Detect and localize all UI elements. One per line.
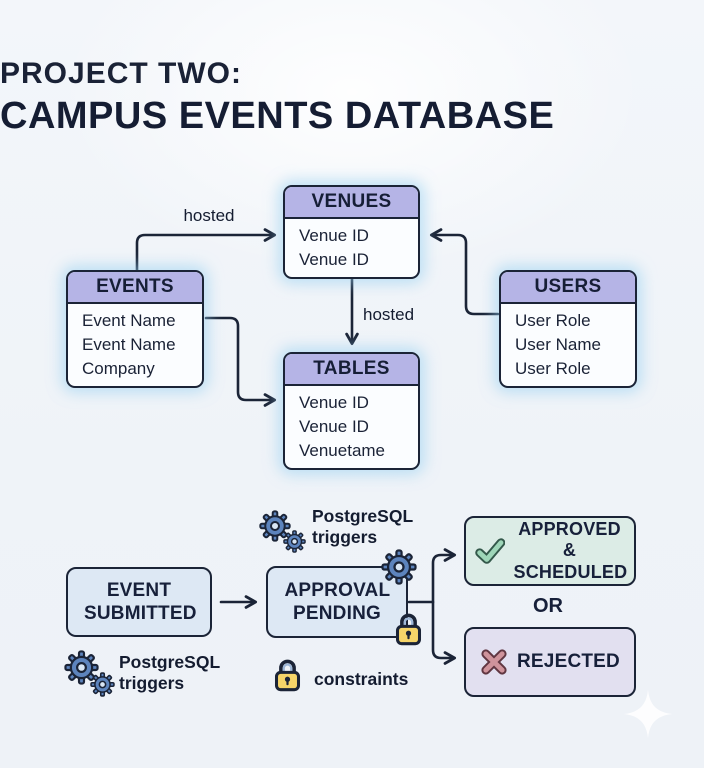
table-venues-header: VENUES [285,187,418,219]
edge-events-to-venues [135,228,277,273]
table-venues: VENUES Venue ID Venue ID [283,185,420,279]
table-row: Venue ID [299,393,369,412]
table-row: User Role [515,359,591,378]
flow-box-approval-pending: APPROVAL PENDING [266,566,408,638]
constraints-label: constraints [314,669,409,689]
title-subline: PROJECT TWO: [0,57,242,90]
table-users-header: USERS [501,272,635,304]
table-row: Event Name [82,335,176,354]
edge-events-to-tables [204,316,277,407]
check-icon [475,537,505,565]
table-row: User Name [515,335,601,354]
sparkle-icon [624,690,672,738]
table-row: Venue ID [299,417,369,436]
table-events: EVENTS Event Name Event Name Company [66,270,204,388]
event-submitted-label: EVENT SUBMITTED [84,579,197,624]
or-label: OR [533,595,563,617]
triggers-top-label: PostgreSQL triggers [312,506,413,547]
lock-badge-icon [392,610,425,646]
rejected-label: REJECTED [517,650,620,672]
flow-box-rejected: REJECTED [464,627,636,697]
constraints-lock-icon [271,655,304,693]
table-row: User Role [515,311,591,330]
flow-box-approved: APPROVED & SCHEDULED [464,516,636,586]
gear-small-icon [283,530,306,553]
gear-badge-icon [381,549,417,585]
table-row: Company [82,359,155,378]
flow-box-event-submitted: EVENT SUBMITTED [66,567,212,637]
x-icon [480,648,508,676]
table-row: Venuetame [299,441,386,460]
gear-small-icon [90,672,115,697]
triggers-left-label: PostgreSQL triggers [119,652,220,693]
table-tables: TABLES Venue ID Venue ID Venuetame [283,352,420,470]
approval-pending-label: APPROVAL PENDING [284,579,391,624]
edge-users-to-venues [429,228,500,316]
table-tables-header: TABLES [285,354,418,386]
edge-branch-approved-rejected [431,548,457,665]
table-row: Venue ID [299,250,369,269]
edge-label-hosted-mid: hosted [363,305,415,324]
page-title: CAMPUS EVENTS DATABASE [0,95,555,137]
table-events-header: EVENTS [68,272,202,304]
table-row: Event Name [82,311,176,330]
edge-label-hosted-top: hosted [183,206,235,225]
table-users: USERS User Role User Name User Role [499,270,637,388]
table-row: Venue ID [299,226,369,245]
approved-label: APPROVED & SCHEDULED [513,519,628,582]
